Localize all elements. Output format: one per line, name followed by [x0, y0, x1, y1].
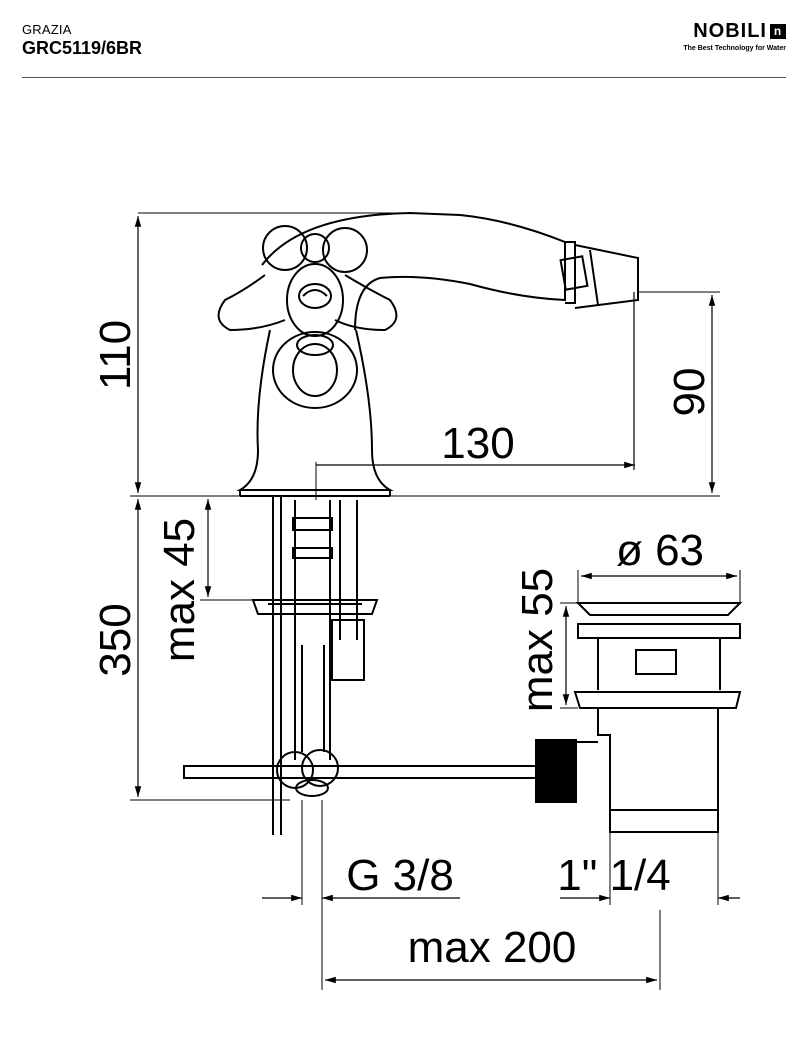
dim-max-thickness: max 45 — [155, 518, 204, 662]
brand-name-text: NOBILI — [693, 20, 767, 42]
header-divider — [22, 77, 786, 78]
dim-spout-height: 90 — [665, 368, 714, 417]
product-code: GRC5119/6BR — [22, 38, 143, 58]
dim-drain-height: max 55 — [513, 568, 562, 712]
brand-logo: NOBILI n The Best Technology for Water — [683, 20, 786, 52]
dimension-lines — [134, 216, 740, 984]
brand-wordmark: NOBILI n — [693, 20, 786, 43]
dim-height-top: 110 — [91, 320, 140, 390]
series-name: GRAZIA — [22, 22, 72, 37]
dim-max-distance: max 200 — [408, 923, 577, 972]
extension-lines — [130, 212, 741, 990]
dim-drain-thread: 1" 1/4 — [557, 851, 670, 900]
dim-total-height: 350 — [91, 603, 140, 676]
brand-tagline: The Best Technology for Water — [683, 45, 786, 52]
dim-spout-reach: 130 — [441, 419, 514, 468]
brand-mark-icon: n — [770, 24, 786, 39]
faucet-outline — [183, 211, 743, 835]
rod-knob — [276, 749, 339, 797]
dim-inlet-thread: G 3/8 — [346, 851, 454, 900]
dimension-labels: 110 90 130 max 45 350 ø 63 max 55 G 3/8 … — [91, 320, 714, 972]
dim-drain-diameter: ø 63 — [616, 526, 704, 575]
